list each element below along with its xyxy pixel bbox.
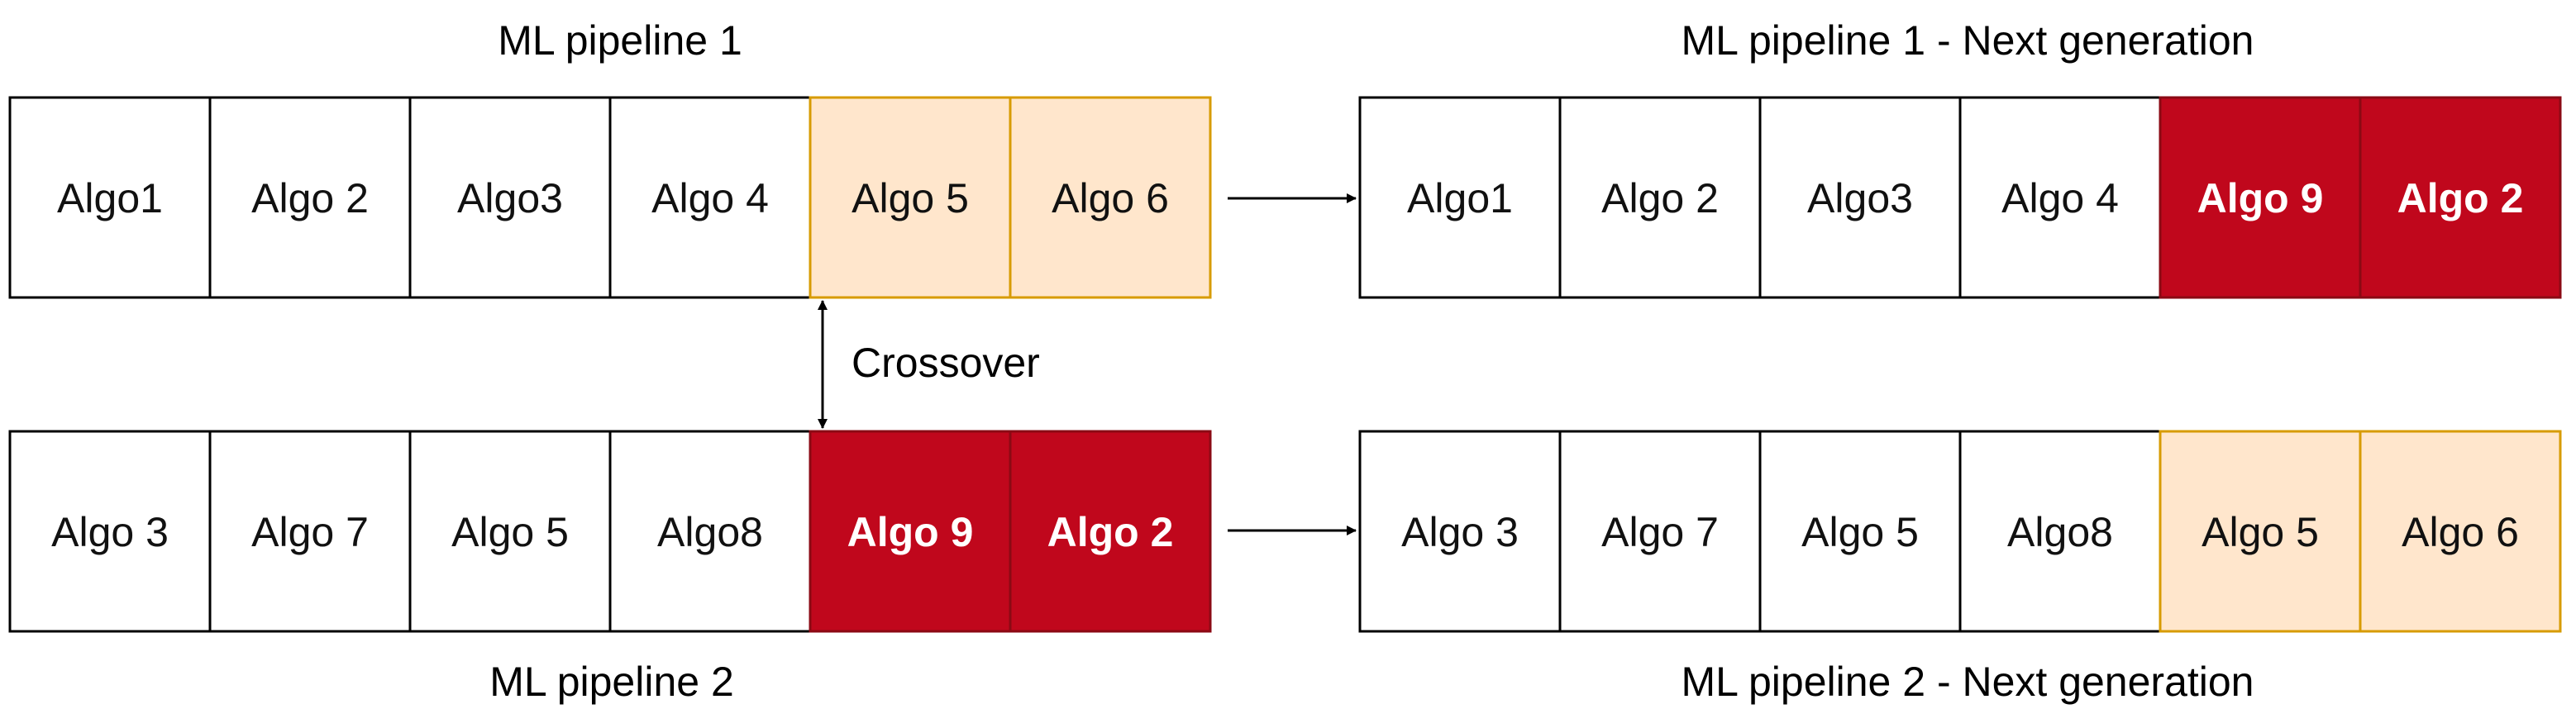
pipeline-1-next-cell: Algo 2 xyxy=(1558,96,1762,299)
pipeline-2-cell: Algo8 xyxy=(608,430,812,633)
pipeline-1-cell: Algo 5 xyxy=(809,96,1012,299)
crossover-label: Crossover xyxy=(852,340,1040,386)
pipeline-2-cell-label: Algo 2 xyxy=(1047,509,1174,555)
pipeline-1-cell: Algo 6 xyxy=(1009,96,1212,299)
pipeline-2-next-cell-label: Algo 5 xyxy=(2202,509,2319,555)
pipeline-2-cell-label: Algo 7 xyxy=(251,509,369,555)
pipeline-2-cell: Algo 2 xyxy=(1009,430,1212,633)
pipeline-1-cell-label: Algo 2 xyxy=(251,175,369,221)
pipeline-2-title: ML pipeline 2 xyxy=(489,659,734,705)
pipeline-1-cell-box xyxy=(8,96,212,299)
pipeline-2-next-cell: Algo8 xyxy=(1958,430,2162,633)
pipeline-2-next-cell-box xyxy=(1358,430,1562,633)
pipeline-1-next-cell-label: Algo 4 xyxy=(2001,175,2119,221)
pipeline-2-next-cell: Algo 5 xyxy=(1758,430,1962,633)
pipeline-1-cell-box xyxy=(809,96,1012,299)
pipeline-1-cell: Algo1 xyxy=(8,96,212,299)
pipeline-1-next-cell-box xyxy=(1758,96,1962,299)
pipeline-1-cell-label: Algo 6 xyxy=(1052,175,1169,221)
pipeline-1-cell-label: Algo 4 xyxy=(651,175,769,221)
pipeline-2-next-cell-box xyxy=(1558,430,1762,633)
pipeline-1-cell: Algo 4 xyxy=(608,96,812,299)
pipeline-2-next-cell-label: Algo 5 xyxy=(1801,509,1919,555)
pipeline-2-cell-box xyxy=(8,430,212,633)
pipeline-1-cell-box xyxy=(408,96,612,299)
pipeline-2-next-row: Algo 3 Algo 7 Algo 5 Algo8 Algo 5 Algo 6 xyxy=(1358,430,2562,633)
pipeline-1-cell-label: Algo3 xyxy=(457,175,563,221)
pipeline-1-cell-box xyxy=(608,96,812,299)
pipeline-2-next-cell: Algo 3 xyxy=(1358,430,1562,633)
pipeline-1-next-cell-label: Algo 2 xyxy=(2397,175,2524,221)
pipeline-1-next-row: Algo1 Algo 2 Algo3 Algo 4 Algo 9 Algo 2 xyxy=(1358,96,2562,299)
pipeline-2-cell: Algo 5 xyxy=(408,430,612,633)
pipeline-2-next-title: ML pipeline 2 - Next generation xyxy=(1682,659,2254,705)
pipeline-1-cell-box xyxy=(1009,96,1212,299)
pipeline-1-next-cell-box xyxy=(1558,96,1762,299)
pipeline-1-next-cell: Algo 4 xyxy=(1958,96,2162,299)
pipeline-2-next-cell-label: Algo 7 xyxy=(1601,509,1719,555)
pipeline-1-row: Algo1 Algo 2 Algo3 Algo 4 Algo 5 Algo 6 xyxy=(8,96,1212,299)
pipeline-2-cell-label: Algo8 xyxy=(657,509,763,555)
pipeline-1-next-cell: Algo3 xyxy=(1758,96,1962,299)
pipeline-2-cell-label: Algo 3 xyxy=(51,509,169,555)
pipeline-2-next-cell-box xyxy=(2359,430,2562,633)
pipeline-1-next-cell-box xyxy=(2359,96,2562,299)
pipeline-2-next-cell-label: Algo8 xyxy=(2007,509,2113,555)
pipeline-1-next-cell-box xyxy=(1358,96,1562,299)
pipeline-2-row: Algo 3 Algo 7 Algo 5 Algo8 Algo 9 Algo 2 xyxy=(8,430,1212,633)
pipeline-2-cell-label: Algo 9 xyxy=(847,509,974,555)
pipeline-2-cell-label: Algo 5 xyxy=(451,509,569,555)
pipeline-2-cell-box xyxy=(809,430,1012,633)
pipeline-2-next-cell: Algo 5 xyxy=(2159,430,2362,633)
pipeline-2-next-cell: Algo 7 xyxy=(1558,430,1762,633)
pipeline-1-cell: Algo3 xyxy=(408,96,612,299)
pipeline-1-cell: Algo 2 xyxy=(208,96,412,299)
pipeline-1-next-title: ML pipeline 1 - Next generation xyxy=(1682,17,2254,64)
pipeline-2-next-cell: Algo 6 xyxy=(2359,430,2562,633)
pipeline-1-next-cell: Algo1 xyxy=(1358,96,1562,299)
pipeline-2-cell-box xyxy=(1009,430,1212,633)
pipeline-2-next-cell-box xyxy=(2159,430,2362,633)
pipeline-1-cell-label: Algo 5 xyxy=(852,175,969,221)
pipeline-1-next-cell-label: Algo3 xyxy=(1807,175,1913,221)
pipeline-1-cell-box xyxy=(208,96,412,299)
pipeline-2-cell: Algo 7 xyxy=(208,430,412,633)
pipeline-1-next-cell-box xyxy=(1958,96,2162,299)
pipeline-2-next-cell-label: Algo 3 xyxy=(1401,509,1519,555)
pipeline-2-next-cell-box xyxy=(1958,430,2162,633)
pipeline-1-title: ML pipeline 1 xyxy=(498,17,742,64)
pipeline-2-next-cell-label: Algo 6 xyxy=(2402,509,2519,555)
pipeline-2-cell-box xyxy=(608,430,812,633)
pipeline-1-next-cell-label: Algo 9 xyxy=(2197,175,2324,221)
pipeline-2-next-cell-box xyxy=(1758,430,1962,633)
pipeline-2-cell-box xyxy=(208,430,412,633)
pipeline-1-next-cell-label: Algo 2 xyxy=(1601,175,1719,221)
pipeline-1-next-cell: Algo 2 xyxy=(2359,96,2562,299)
pipeline-2-cell: Algo 9 xyxy=(809,430,1012,633)
pipeline-1-cell-label: Algo1 xyxy=(57,175,163,221)
pipeline-1-next-cell: Algo 9 xyxy=(2159,96,2362,299)
pipeline-1-next-cell-label: Algo1 xyxy=(1407,175,1513,221)
pipeline-2-cell: Algo 3 xyxy=(8,430,212,633)
